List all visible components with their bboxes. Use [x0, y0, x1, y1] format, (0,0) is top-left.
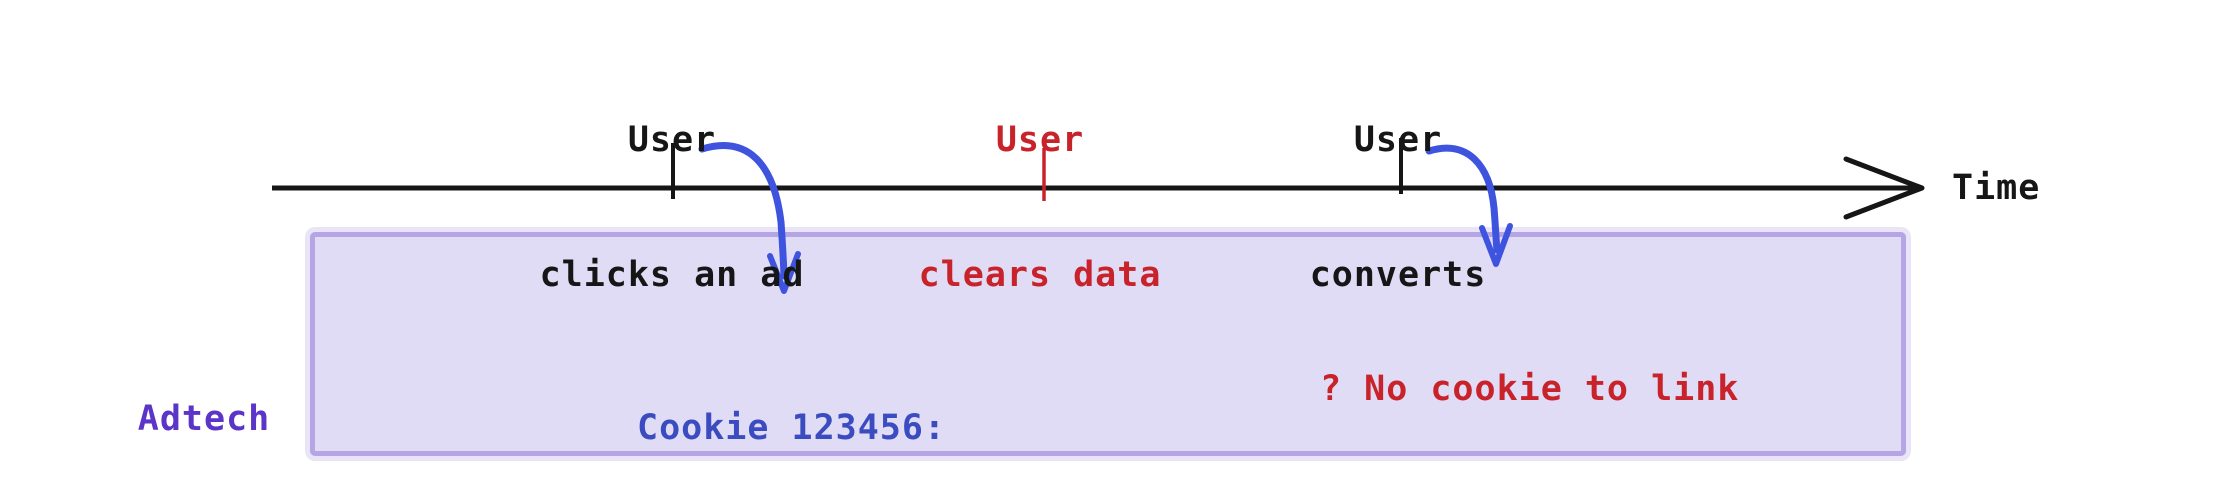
event-label-line: clears data: [918, 255, 1162, 295]
event-label-line: converts: [1309, 255, 1487, 295]
event-label-line: clicks an ad: [539, 255, 805, 295]
no-cookie-note-line: ? No cookie to link: [1320, 369, 1740, 409]
event-label-user-converts: User converts: [1310, 28, 1487, 388]
adtech-server-label: Adtech server: [138, 297, 270, 498]
time-axis-arrowhead-icon: [1843, 156, 1925, 220]
cookie-logged-note: Cookie 123456: Ad clicked: [637, 311, 946, 498]
time-axis-label: Time: [1952, 168, 2041, 208]
event-label-line: User: [627, 120, 717, 160]
event-label-user-clears-data: User clears data: [919, 28, 1162, 388]
adtech-server-box: [310, 232, 1906, 456]
adtech-server-label-line: Adtech: [137, 399, 271, 439]
event-label-line: User: [1353, 120, 1443, 160]
no-cookie-conversion-note: ? No cookie to link this conversion to ⇒…: [1320, 279, 1739, 498]
cookie-note-line: Cookie 123456:: [637, 408, 947, 448]
event-label-line: User: [995, 120, 1085, 160]
